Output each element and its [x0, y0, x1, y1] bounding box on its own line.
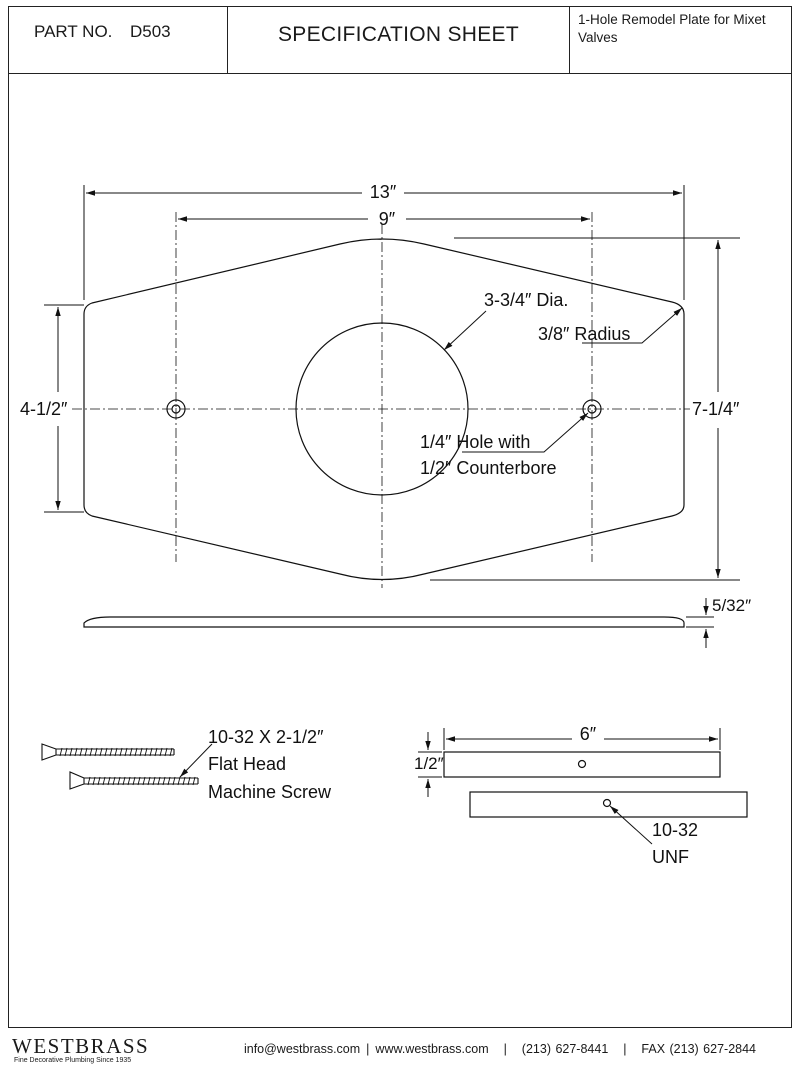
thread-label-2: UNF [652, 847, 689, 867]
part-number: D503 [130, 22, 171, 41]
contact-info: info@westbrass.com|www.westbrass.com | (… [243, 1042, 756, 1056]
mount-hole-label-1: 1/4″ Hole with [420, 432, 530, 452]
strap-bottom-hole [602, 798, 612, 808]
footer: WESTBRASS Fine Decorative Plumbing Since… [8, 1028, 792, 1068]
dim-9-label: 9″ [379, 209, 396, 229]
title-cell: SPECIFICATION SHEET [228, 6, 570, 74]
strap-bottom [469, 791, 748, 818]
brand-logo: WESTBRASS [12, 1034, 150, 1058]
fax-number: FAX (213) 627-2844 [641, 1042, 756, 1056]
brand-tagline: Fine Decorative Plumbing Since 1935 [14, 1057, 132, 1064]
plate-side-view [83, 616, 685, 628]
dia-leader [443, 310, 487, 351]
website-link[interactable]: www.westbrass.com [375, 1042, 489, 1056]
sheet-title: SPECIFICATION SHEET [277, 23, 519, 46]
strap-top [443, 751, 721, 778]
technical-drawing: 13″ 9″ 4-1/2″ 7-1/4″ 3-3/4″ Dia. 3/8″ Ra… [20, 182, 751, 867]
part-label: PART NO. [34, 22, 113, 41]
thread-leader [609, 805, 653, 845]
product-description: 1-Hole Remodel Plate for Mixet Valves [578, 12, 766, 45]
plate-outline [83, 238, 685, 581]
screw-label-2: Flat Head [208, 754, 286, 774]
screw-lower [69, 771, 199, 790]
center-hole-label: 3-3/4″ Dia. [484, 290, 568, 310]
screw-label-1: 10-32 X 2-1/2″ [208, 727, 324, 747]
strap-length-label: 6″ [580, 724, 597, 744]
thickness-label: 5/32″ [712, 596, 751, 615]
description-cell: 1-Hole Remodel Plate for Mixet Valves [570, 6, 792, 74]
thread-label-1: 10-32 [652, 820, 698, 840]
dim-4-5-label: 4-1/2″ [20, 399, 68, 419]
radius-label: 3/8″ Radius [538, 324, 630, 344]
strap-top-hole [577, 759, 587, 769]
phone-number: (213) 627-8441 [521, 1042, 609, 1056]
part-number-cell: PART NO. D503 [8, 6, 228, 74]
radius-leader [582, 307, 683, 344]
dim-13-label: 13″ [370, 182, 397, 202]
screw-label-3: Machine Screw [208, 782, 332, 802]
sheet-frame [8, 6, 792, 1028]
screw-leader [179, 743, 213, 778]
dim-7-25-label: 7-1/4″ [692, 399, 740, 419]
email-link[interactable]: info@westbrass.com [243, 1042, 361, 1056]
strap-width-label: 1/2″ [414, 754, 444, 773]
counterbore-leader [462, 412, 589, 453]
mount-hole-label-2: 1/2″ Counterbore [420, 458, 556, 478]
screw-upper [41, 743, 175, 761]
